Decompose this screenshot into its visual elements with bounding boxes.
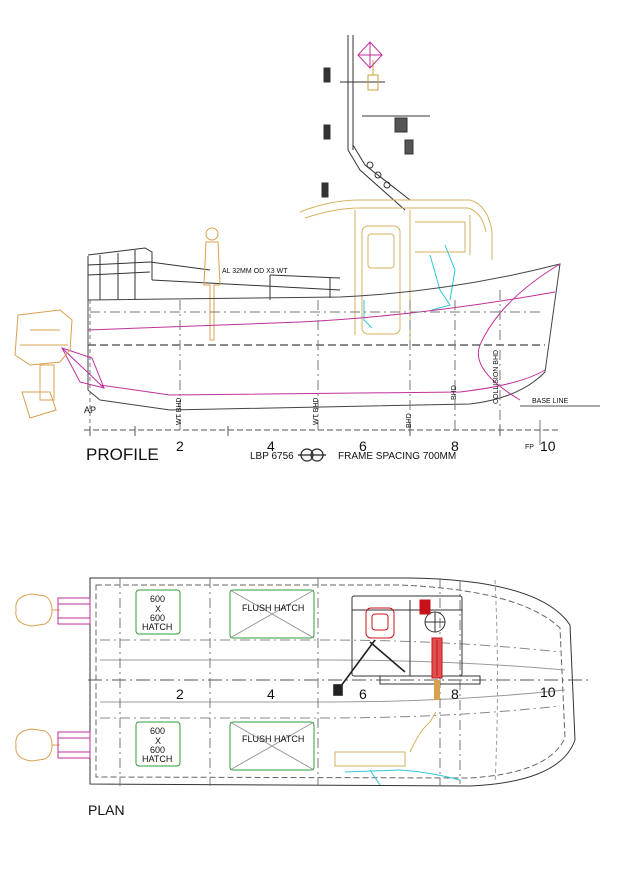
ap-label: AP <box>84 405 97 415</box>
hatch-top-word: HATCH <box>142 622 173 632</box>
hull-profile <box>87 263 561 445</box>
frame-spacing-label: FRAME SPACING 700MM <box>338 451 457 462</box>
plan-frame-8: 8 <box>451 686 459 702</box>
base-line-label: BASE LINE <box>532 398 569 405</box>
person-figure-icon <box>203 227 221 341</box>
plan-outboard-icon <box>15 593 60 762</box>
plan-hatches <box>135 589 315 771</box>
profile-title: PROFILE <box>86 445 159 464</box>
hatch-bottom-600b: 600 <box>150 745 166 755</box>
plan-title: PLAN <box>88 802 125 818</box>
transom-bracket <box>60 347 105 389</box>
plan-view <box>15 577 590 787</box>
bhd-label-2: BHD <box>451 385 458 400</box>
profile-frame-2: 2 <box>176 438 184 454</box>
rail-note: AL 32MM OD X3 WT <box>222 268 288 275</box>
bhd-label-1: BHD <box>406 413 413 428</box>
helm-console <box>363 244 456 329</box>
hatch-bottom-600a: 600 <box>150 726 166 736</box>
profile-frame-10: 10 <box>540 438 556 454</box>
lbp-symbol-icon <box>298 448 326 462</box>
collision-bhd-label: COLLISION BHD <box>493 349 500 404</box>
profile-view <box>14 35 600 462</box>
plan-fittings <box>334 680 461 786</box>
plan-frame-2: 2 <box>176 686 184 702</box>
flush-hatch-bottom: FLUSH HATCH <box>242 734 305 744</box>
plan-transom-bracket <box>57 597 91 759</box>
wt-bhd-label-2: WT BHD <box>313 397 320 425</box>
hatch-top-x: X <box>155 604 162 614</box>
profile-scale-ruler <box>84 405 600 436</box>
flush-hatch-top: FLUSH HATCH <box>242 603 305 613</box>
wt-bhd-label-1: WT BHD <box>176 397 183 425</box>
hatch-bottom-word: HATCH <box>142 754 173 764</box>
steering-linkage <box>333 639 406 696</box>
mast <box>321 35 430 211</box>
profile-frame-4: 4 <box>267 438 275 454</box>
fp-label: FP <box>525 444 534 451</box>
plan-wheelhouse <box>351 595 481 685</box>
helm-seat-icon <box>365 599 443 679</box>
hatch-top-600b: 600 <box>150 613 166 623</box>
plan-frame-6: 6 <box>359 686 367 702</box>
hatch-bottom-x: X <box>155 736 162 746</box>
profile-frame-8: 8 <box>451 438 459 454</box>
profile-frame-6: 6 <box>359 438 367 454</box>
lbp-label: LBP 6756 <box>250 451 294 462</box>
guard-rail <box>87 247 341 300</box>
plan-frame-4: 4 <box>267 686 275 702</box>
wheelhouse <box>299 199 493 340</box>
outboard-engine-icon <box>14 309 73 419</box>
plan-frame-10: 10 <box>540 684 556 700</box>
masthead-light-icon <box>357 41 383 69</box>
hatch-top-600a: 600 <box>150 594 166 604</box>
